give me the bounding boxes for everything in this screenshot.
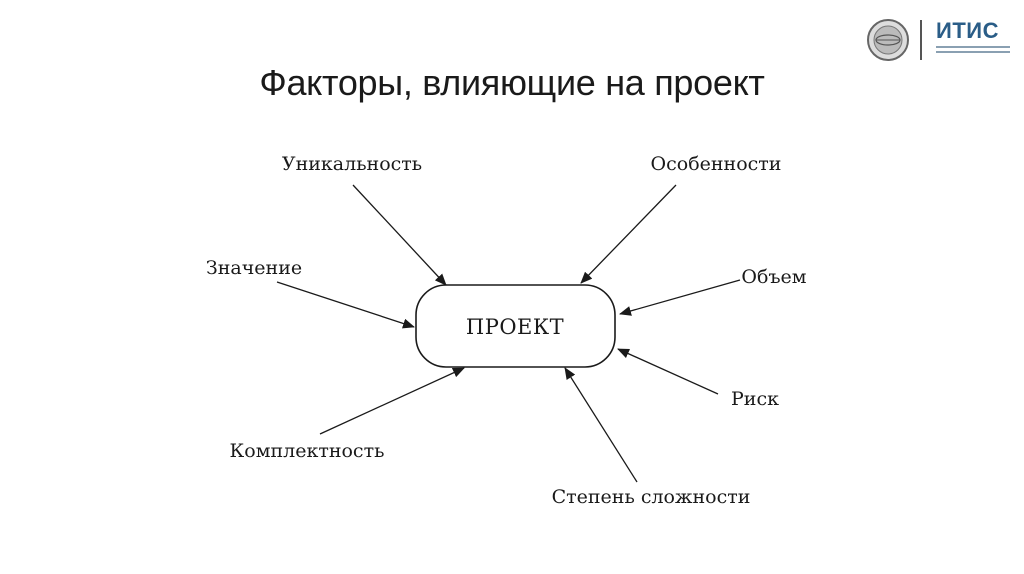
slide-title: Факторы, влияющие на проект — [259, 62, 765, 103]
arrow-complexity — [564, 367, 638, 483]
arrow-completeness — [319, 367, 465, 435]
itis-logo: ИТИС — [936, 18, 999, 43]
factor-volume: Объем — [741, 266, 806, 288]
header-logos: ИТИС — [864, 16, 1014, 62]
arrow-uniqueness — [352, 184, 447, 286]
university-seal-icon — [867, 19, 909, 61]
arrow-risk — [617, 348, 719, 395]
arrow-importance — [276, 281, 415, 329]
logo-divider — [920, 20, 922, 60]
itis-logo-subtitle — [936, 46, 1010, 56]
factor-completeness: Комплектность — [230, 440, 385, 462]
arrow-volume — [619, 279, 741, 316]
project-node-label: ПРОЕКТ — [466, 315, 564, 339]
factor-complexity: Степень сложности — [552, 486, 751, 508]
factor-risk: Риск — [731, 388, 779, 410]
project-node — [415, 284, 616, 368]
factor-uniqueness: Уникальность — [282, 153, 422, 175]
factor-features: Особенности — [651, 153, 782, 175]
arrow-features — [580, 184, 677, 284]
factor-importance: Значение — [206, 257, 302, 279]
